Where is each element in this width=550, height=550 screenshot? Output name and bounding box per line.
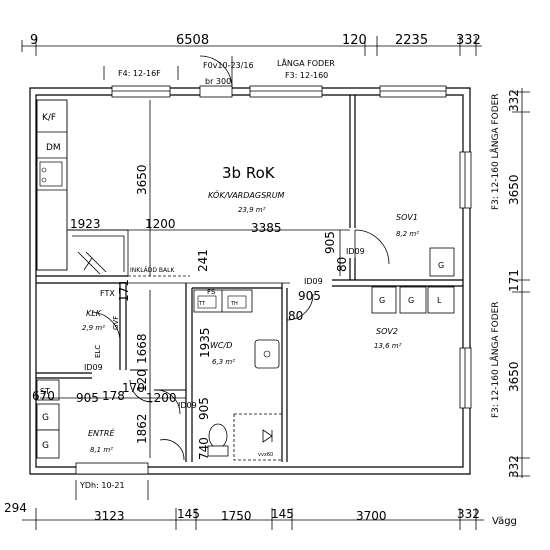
room-kitchen: 3b RoK KÖK/VARDAGSRUM 23,9 m² INKLÄDD BA… xyxy=(130,164,285,274)
room-sov1-name: SOV1 xyxy=(396,213,418,222)
label-fs: FS xyxy=(207,288,216,296)
label-gvf: GVF xyxy=(112,316,120,330)
dim-80-sov2: 80 xyxy=(288,309,303,323)
wardrobe-g-sov2-a: G xyxy=(379,296,385,305)
dim-178: 178 xyxy=(102,389,125,403)
dim-bottom-294: 294 xyxy=(4,501,27,515)
room-entre-area: 8,1 m² xyxy=(90,446,113,454)
interior-walls xyxy=(36,95,463,462)
wardrobe-g-sov2-b: G xyxy=(408,296,414,305)
dim-right-3650-lower: 3650 xyxy=(507,361,521,392)
window-label-right-upper: F3: 12-160 LÅNGA FODER xyxy=(489,93,501,210)
bottom-dimension-line: 294 3123 145 1750 145 3700 332 Vägg YDh:… xyxy=(4,480,517,530)
label-inkladd-balk: INKLÄDD BALK xyxy=(130,267,175,274)
room-sov2-name: SOV2 xyxy=(376,327,398,336)
room-wc-name: WC/D xyxy=(210,341,232,350)
wardrobe-g-entre-a: G xyxy=(42,413,49,423)
dim-905-sov2: 905 xyxy=(298,289,321,303)
plan-title: 3b RoK xyxy=(222,164,276,182)
dim-top-partial: 9 xyxy=(30,33,38,48)
window-label-langa-top: LÅNGA FODER xyxy=(277,57,335,68)
top-dimension-line: 9 6508 120 2235 332 xyxy=(21,33,482,56)
dim-bottom-145-b: 145 xyxy=(271,507,294,521)
room-sov2: SOV2 13,6 m² G G L ID09 905 80 xyxy=(288,277,455,350)
dim-905-kitchen: 905 xyxy=(323,231,337,254)
dim-right-3650-upper: 3650 xyxy=(507,174,521,205)
door-id09-sov1: ID09 xyxy=(346,247,365,256)
top-window-labels: F4: 12-16F F0v10-23/16 br 300 LÅNGA FODE… xyxy=(103,55,335,89)
room-wc-area: 6,3 m² xyxy=(212,358,235,366)
window-label-br: br 300 xyxy=(205,77,231,86)
dim-120: 120 xyxy=(135,369,149,392)
dim-top-6508: 6508 xyxy=(176,33,209,48)
room-sov2-area: 13,6 m² xyxy=(374,342,402,350)
dim-bottom-145-a: 145 xyxy=(177,507,200,521)
dim-right-332-bottom: 332 xyxy=(507,455,521,478)
door-id09-entre: ID09 xyxy=(178,401,197,410)
room-sov1-area: 8,2 m² xyxy=(396,230,419,238)
room-wc: FS TT TH WC/D 6,3 m² vvx60 1935 905 740 xyxy=(193,288,283,461)
dim-241: 241 xyxy=(196,249,210,272)
window-label-f3-top: F3: 12-160 xyxy=(285,71,328,80)
label-elc: ELC xyxy=(94,345,102,358)
dim-right-171: 171 xyxy=(507,269,521,292)
room-entre-name: ENTRÉ xyxy=(88,427,115,438)
exterior-walls xyxy=(29,85,472,475)
dim-740: 740 xyxy=(197,437,211,460)
dim-170: 170 xyxy=(122,381,145,395)
door-id09-klk: ID09 xyxy=(84,363,103,372)
room-kok-name: KÖK/VARDAGSRUM xyxy=(208,190,285,200)
dim-bottom-1750: 1750 xyxy=(221,509,252,523)
dim-bottom-3123: 3123 xyxy=(94,509,125,523)
dim-905-wc: 905 xyxy=(197,397,211,420)
dim-80-kitchen: 80 xyxy=(335,257,349,272)
door-swings xyxy=(91,229,390,461)
window-label-f0v: F0v10-23/16 xyxy=(203,61,254,70)
dim-1935: 1935 xyxy=(198,327,212,358)
dim-1923: 1923 xyxy=(70,217,101,231)
room-kok-area: 23,9 m² xyxy=(238,206,266,214)
dim-top-332: 332 xyxy=(456,33,481,48)
dim-right-332-top: 332 xyxy=(507,89,521,112)
dim-670: 670 xyxy=(32,389,55,403)
kitchen-counter: K/F DM xyxy=(36,99,129,276)
dim-bottom-3700: 3700 xyxy=(356,509,387,523)
window-label-right-lower: F3: 12-160 LÅNGA FODER xyxy=(489,301,501,418)
wardrobe-l-sov2: L xyxy=(437,296,442,305)
label-th: TH xyxy=(230,301,238,307)
dim-1862: 1862 xyxy=(135,413,149,444)
label-vagg: Vägg xyxy=(492,516,517,527)
window-label-f4: F4: 12-16F xyxy=(118,69,161,78)
label-ftx: FTX xyxy=(100,289,115,298)
dim-1200-kitchen: 1200 xyxy=(145,217,176,231)
right-dimension-line: 332 3650 171 3650 332 F3: 12-160 LÅNGA F… xyxy=(489,88,530,478)
wardrobe-g-sov1: G xyxy=(438,261,444,270)
room-klk-name: KLK xyxy=(86,309,102,318)
window-label-ydh: YDh: 10-21 xyxy=(79,481,125,490)
label-tt: TT xyxy=(198,301,206,307)
label-st: ST xyxy=(40,387,50,396)
room-entre: ST G G ENTRÉ 8,1 m² 670 905 178 170 1200… xyxy=(32,290,197,459)
dim-top-2235: 2235 xyxy=(395,33,428,48)
kitchen-dimension-lines: 1923 1200 3385 3650 241 905 80 xyxy=(68,100,350,276)
door-id09-sov2: ID09 xyxy=(304,277,323,286)
label-vvx60: vvx60 xyxy=(258,452,273,458)
room-sov1: SOV1 8,2 m² ID09 G xyxy=(346,213,455,277)
room-klk: FTX KLK 2,9 m² ELC GVF ID09 171 1668 120 xyxy=(82,279,149,392)
label-dm: DM xyxy=(46,143,61,153)
dim-3650-kitchen: 3650 xyxy=(135,164,149,195)
dim-171: 171 xyxy=(117,279,131,302)
wardrobe-g-entre-b: G xyxy=(42,441,49,451)
dim-3385: 3385 xyxy=(251,221,282,235)
label-kf: K/F xyxy=(42,113,56,123)
dim-1668: 1668 xyxy=(135,333,149,364)
dim-top-120: 120 xyxy=(342,33,367,48)
dim-bottom-332: 332 xyxy=(457,507,480,521)
room-klk-area: 2,9 m² xyxy=(82,324,105,332)
